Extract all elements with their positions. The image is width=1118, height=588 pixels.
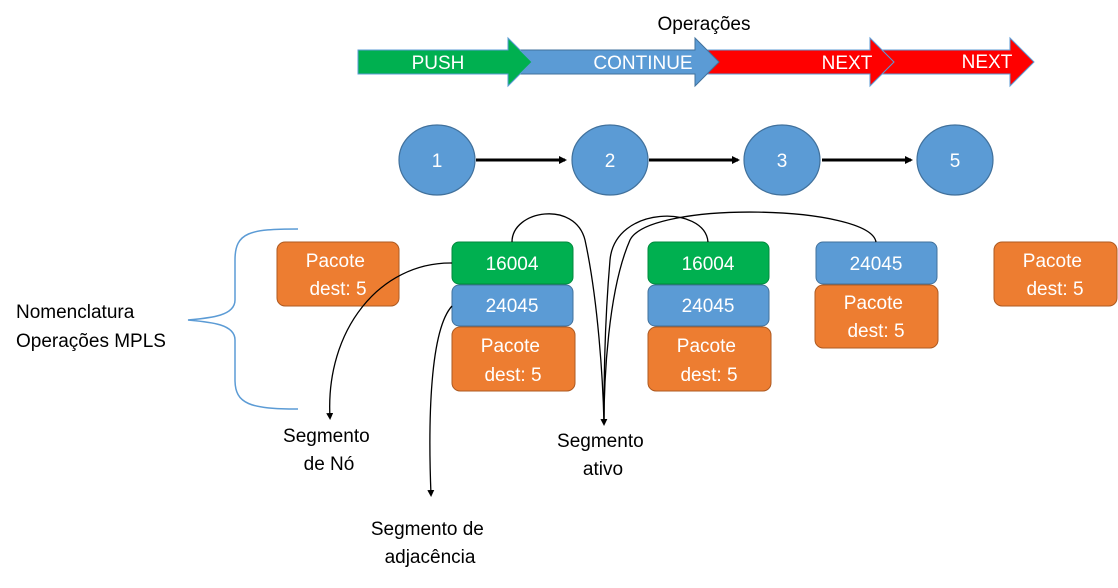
packet-box <box>814 284 939 349</box>
curve-active-from-stack-3 <box>603 215 709 425</box>
node-segment-box <box>647 241 770 285</box>
label-adjacency-segment-line-2: adjacência <box>385 547 476 568</box>
operations-arrows: PUSH CONTINUE NEXT NEXT <box>357 36 1035 88</box>
node-5-label: 5 <box>950 151 961 172</box>
packet-line-2: dest: 5 <box>680 365 737 386</box>
curve-adjacency-segment <box>427 305 453 497</box>
label-active-segment-line-1: Segmento <box>557 431 644 452</box>
node-1-label: 1 <box>432 151 443 172</box>
packet-line-1: Pacote <box>481 336 540 357</box>
node-3 <box>743 124 821 196</box>
packet-line-2: dest: 5 <box>847 321 904 342</box>
packet-label: Pacote dest: 5 <box>1023 251 1087 300</box>
packet-line-2: dest: 5 <box>309 279 366 300</box>
packet-line-1: Pacote <box>677 336 736 357</box>
packet-line-1: Pacote <box>1023 251 1082 272</box>
stack-4: 24045 Pacote dest: 5 <box>814 241 939 349</box>
legend-line-2: Operações MPLS <box>16 331 166 352</box>
packet-label: Pacote dest: 5 <box>677 336 741 386</box>
packet-line-1: Pacote <box>306 251 365 272</box>
curve-active-from-stack-4 <box>603 211 877 425</box>
label-node-segment-line-2: de Nó <box>304 454 355 475</box>
stack-2: 16004 24045 Pacote dest: 5 <box>451 241 576 392</box>
node-3-label: 3 <box>777 151 788 172</box>
op-arrow-continue <box>509 36 720 88</box>
stack-5: Pacote dest: 5 <box>993 241 1118 307</box>
adjacency-segment-box <box>647 284 770 327</box>
adjacency-segment-box <box>815 241 938 285</box>
packet-box <box>276 241 400 307</box>
op-label-next-1: NEXT <box>822 53 873 74</box>
stack-3: 16004 24045 Pacote dest: 5 <box>647 241 772 392</box>
adjacency-segment-box <box>451 284 574 327</box>
op-arrow-next-2 <box>869 36 1035 88</box>
node-1 <box>398 124 476 196</box>
label-node-segment-line-1: Segmento <box>283 426 370 447</box>
node-chain: 1 2 3 5 <box>398 124 994 196</box>
label-active-segment: Segmento ativo <box>557 431 649 480</box>
node-5 <box>916 124 994 196</box>
label-adjacency-segment-line-1: Segmento de <box>371 519 484 540</box>
op-label-push: PUSH <box>412 53 465 74</box>
packet-line-2: dest: 5 <box>1026 279 1083 300</box>
op-label-continue: CONTINUE <box>593 53 692 74</box>
op-arrow-next-1 <box>699 36 895 88</box>
label-active-segment-line-2: ativo <box>583 459 623 480</box>
packet-line-1: Pacote <box>844 293 903 314</box>
label-adjacency-segment: Segmento de adjacência <box>371 519 489 568</box>
annotation-curves <box>326 211 877 497</box>
node-segment-label: 16004 <box>682 254 735 275</box>
adjacency-segment-label: 24045 <box>682 296 735 317</box>
curve-node-segment <box>326 262 453 420</box>
curve-active-from-stack-2 <box>511 213 608 426</box>
op-label-next-2: NEXT <box>962 52 1013 73</box>
legend-line-1: Nomenclatura <box>16 302 135 323</box>
packet-label: Pacote dest: 5 <box>481 336 545 386</box>
node-2-label: 2 <box>605 151 616 172</box>
stack-1: Pacote dest: 5 <box>276 241 400 307</box>
node-2 <box>571 124 649 196</box>
adjacency-segment-label: 24045 <box>486 296 539 317</box>
op-arrow-push <box>357 36 533 88</box>
node-segment-label: 16004 <box>486 254 539 275</box>
packet-label: Pacote dest: 5 <box>844 293 908 342</box>
adjacency-segment-label: 24045 <box>850 254 903 275</box>
operations-title: Operações <box>658 14 751 35</box>
label-node-segment: Segmento de Nó <box>283 426 375 475</box>
legend-bracket <box>187 228 299 410</box>
packet-line-2: dest: 5 <box>484 365 541 386</box>
packet-label: Pacote dest: 5 <box>306 251 370 300</box>
packet-box <box>993 241 1118 307</box>
packet-box <box>451 326 576 392</box>
packet-box <box>647 326 772 392</box>
